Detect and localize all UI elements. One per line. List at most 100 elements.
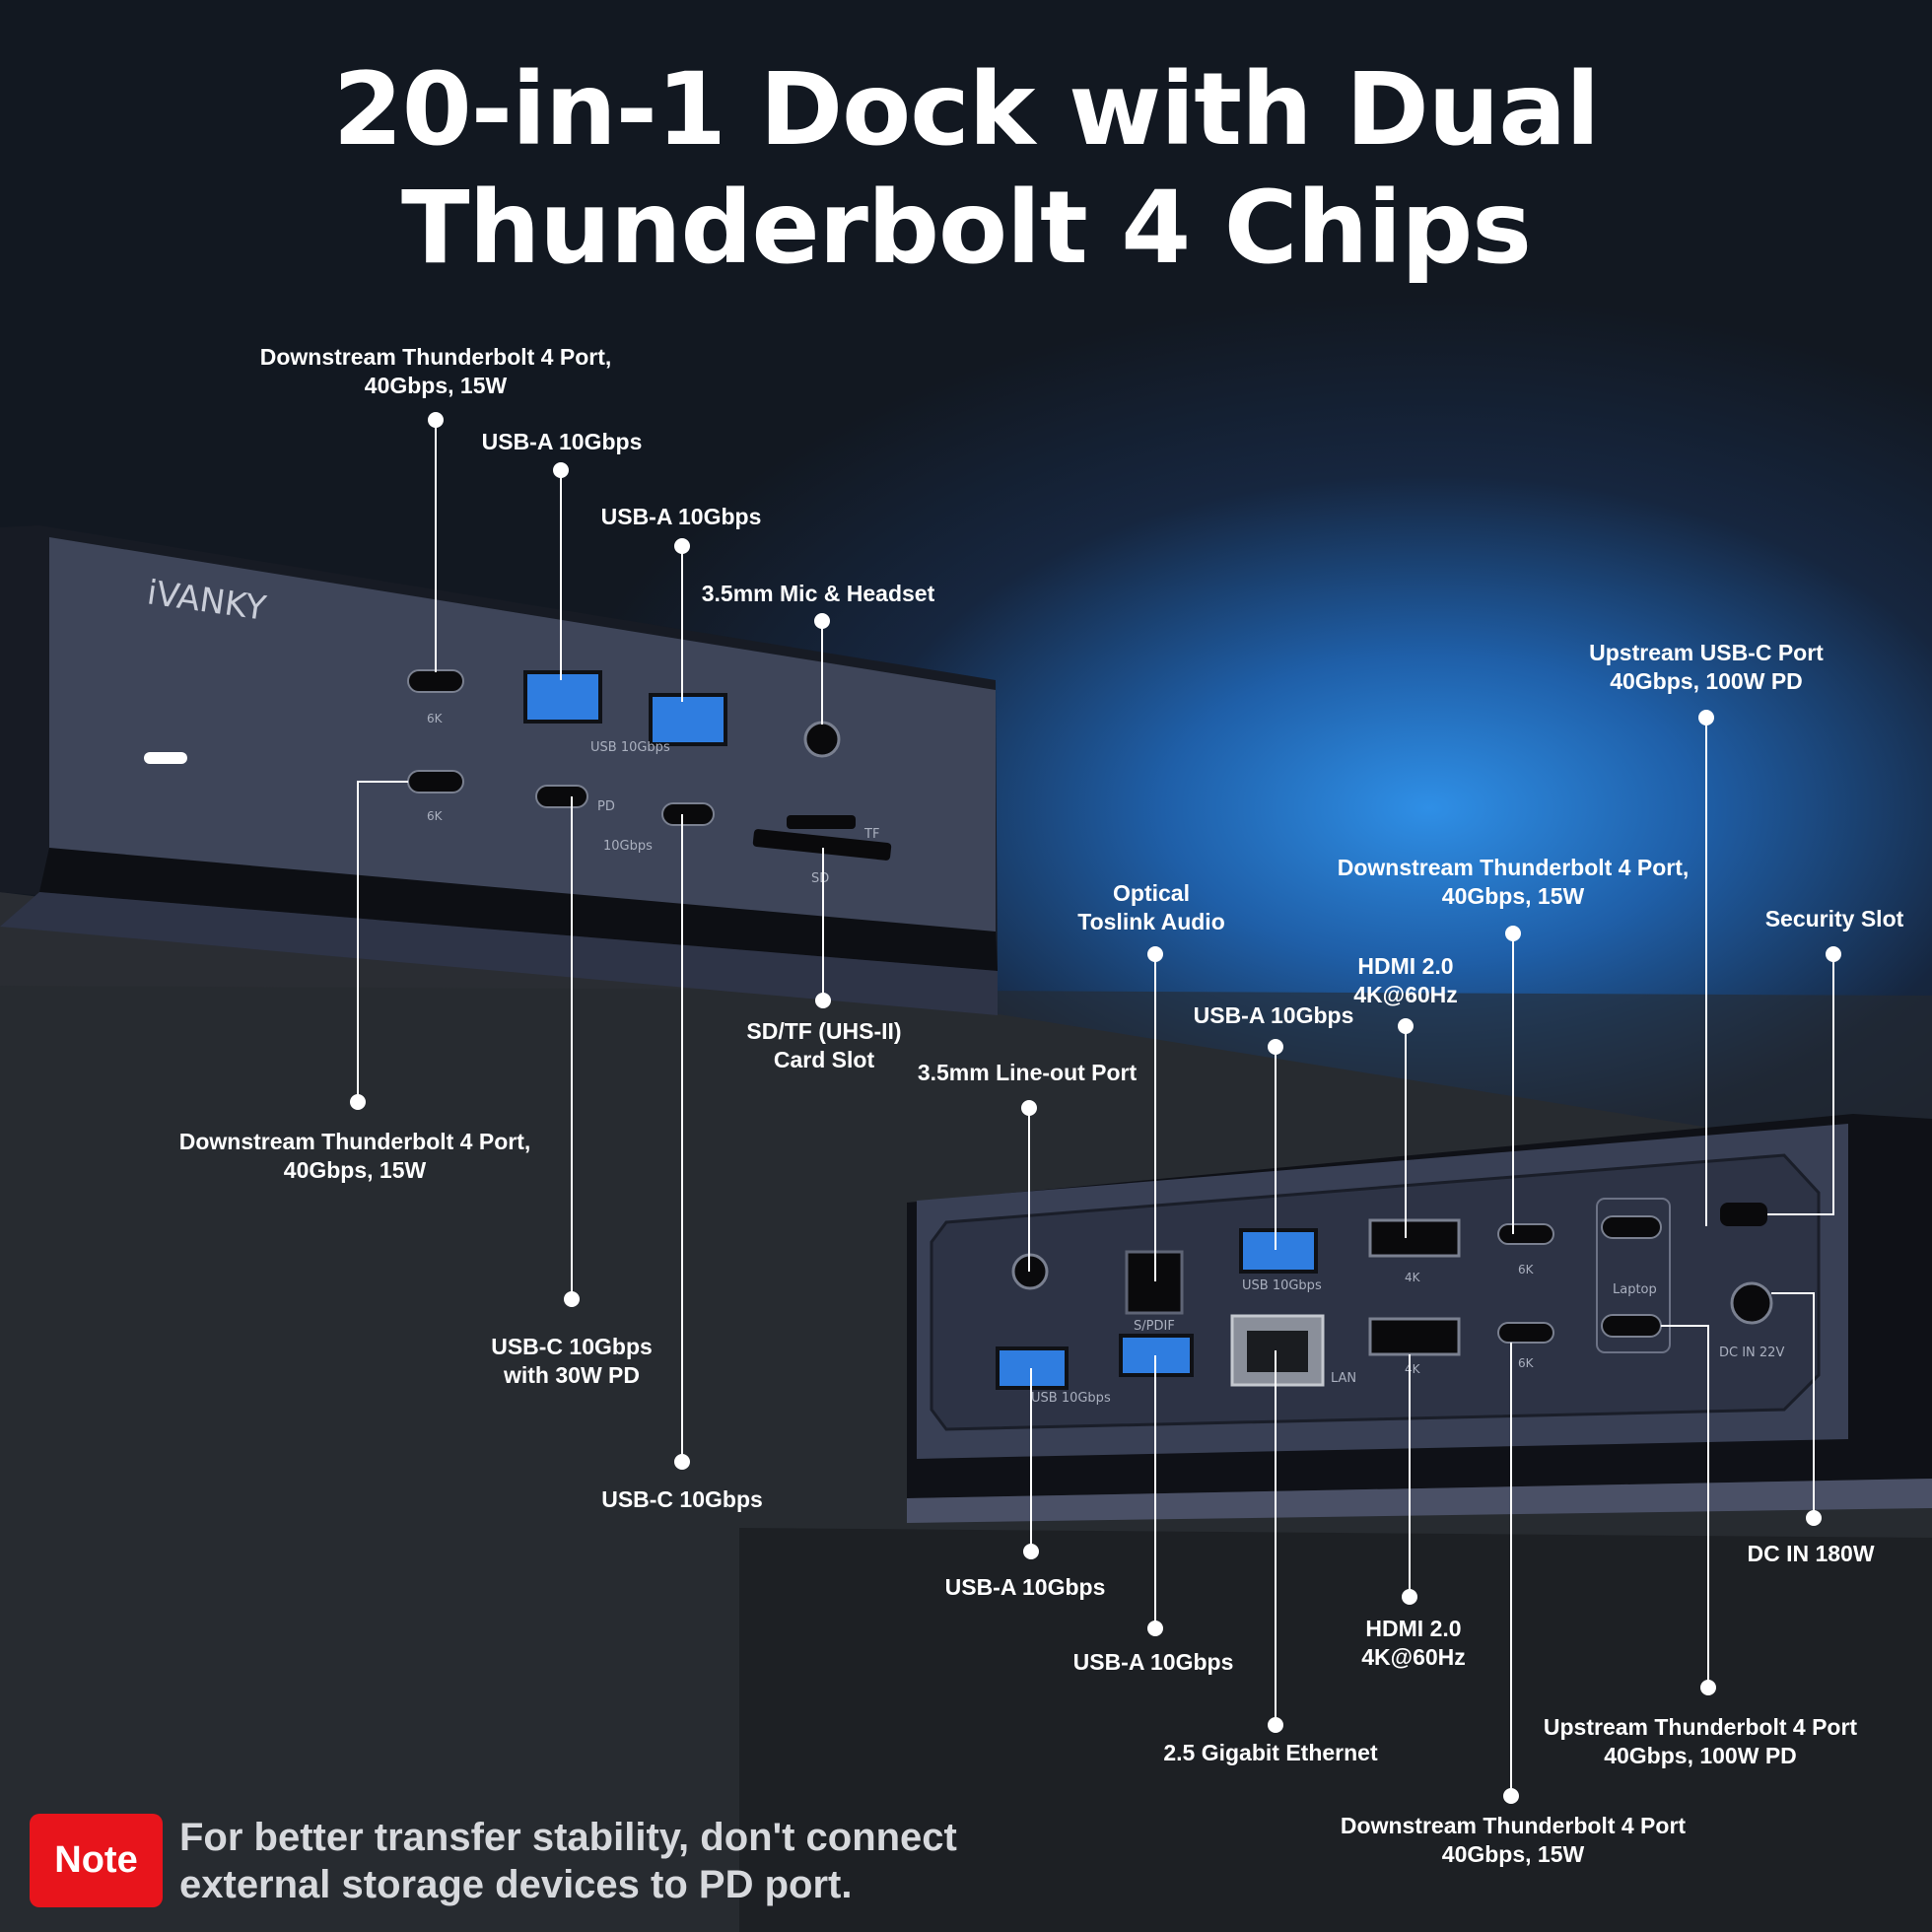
callout-dot	[1268, 1039, 1283, 1055]
label-front-usba-2: USB-A 10Gbps	[600, 504, 762, 529]
front-dock-base	[0, 892, 998, 1015]
label-rear-hdmi-bottom: HDMI 2.0 4K@60Hz	[1315, 1615, 1512, 1672]
callout-dot	[1826, 946, 1841, 962]
label-front-usba-1: USB-A 10Gbps	[481, 429, 643, 454]
callout-dot	[814, 613, 830, 629]
label-rear-lineout: 3.5mm Line-out Port	[917, 1060, 1138, 1085]
label-front-usbc-pd: USB-C 10Gbps with 30W PD	[463, 1333, 680, 1390]
title-line-1: 20-in-1 Dock with Dual	[332, 51, 1600, 169]
label-line: Upstream USB-C Port	[1589, 640, 1824, 665]
front-6k-marking: 6K	[427, 712, 444, 725]
callout-dot	[553, 462, 569, 478]
callout-dot	[1700, 1680, 1716, 1695]
callout-dot	[1023, 1544, 1039, 1559]
front-tf-marking: TF	[863, 827, 879, 842]
label-line: 40Gbps, 15W	[1441, 1841, 1585, 1867]
label-line: SD/TF (UHS-II)	[746, 1018, 902, 1044]
label-rear-tb4-bottom: Downstream Thunderbolt 4 Port 40Gbps, 15…	[1311, 1812, 1715, 1869]
front-sd-marking: SD	[811, 871, 829, 886]
label-front-tb4-bottom: Downstream Thunderbolt 4 Port, 40Gbps, 1…	[148, 1128, 562, 1185]
power-led-icon	[144, 752, 187, 764]
page-title: 20-in-1 Dock with Dual Thunderbolt 4 Chi…	[0, 51, 1932, 288]
front-6k-marking: 6K	[427, 809, 444, 823]
label-line: 40Gbps, 15W	[283, 1157, 427, 1183]
label-line: 40Gbps, 100W PD	[1610, 668, 1803, 694]
callout-dot	[674, 1454, 690, 1470]
label-line: Upstream Thunderbolt 4 Port	[1543, 1714, 1858, 1740]
tb4-port-icon	[1497, 1322, 1554, 1344]
label-rear-hdmi-top: HDMI 2.0 4K@60Hz	[1307, 952, 1504, 1009]
callout-dot	[1505, 926, 1521, 941]
callout-dot	[428, 412, 444, 428]
callout-line	[1767, 954, 1834, 1215]
label-line: Optical	[1113, 880, 1190, 906]
callout-dot	[815, 993, 831, 1008]
rear-usb-marking: USB 10Gbps	[1031, 1391, 1111, 1406]
rear-4k-marking: 4K	[1405, 1271, 1421, 1284]
callout-dot	[1806, 1510, 1822, 1526]
callout-dot	[1398, 1018, 1414, 1034]
hdmi-port-icon	[1368, 1218, 1461, 1258]
front-usb-marking: USB 10Gbps	[590, 740, 670, 755]
rear-spdif-marking: S/PDIF	[1134, 1319, 1175, 1334]
label-line: Downstream Thunderbolt 4 Port,	[178, 1129, 531, 1154]
front-pd-marking: PD	[597, 799, 615, 814]
usb-a-port-icon	[523, 670, 602, 724]
label-rear-optical: Optical Toslink Audio	[1053, 879, 1250, 936]
laptop-port-group	[1596, 1198, 1671, 1353]
security-slot-icon	[1720, 1203, 1767, 1226]
callout-dot	[674, 538, 690, 554]
label-line: Downstream Thunderbolt 4 Port,	[1337, 855, 1690, 880]
label-front-sd-tf: SD/TF (UHS-II) Card Slot	[706, 1017, 942, 1074]
note-line-2: external storage devices to PD port.	[179, 1863, 853, 1906]
callout-dot	[1402, 1589, 1417, 1605]
callout-line	[1771, 1292, 1815, 1518]
label-line: HDMI 2.0	[1365, 1616, 1462, 1641]
label-line: Downstream Thunderbolt 4 Port,	[259, 344, 612, 370]
note-line-1: For better transfer stability, don't con…	[179, 1816, 957, 1859]
upstream-usbc-port-icon	[1601, 1215, 1662, 1239]
callout-dot	[350, 1094, 366, 1110]
callout-dot	[1147, 946, 1163, 962]
label-line: Card Slot	[773, 1047, 875, 1072]
label-rear-security: Security Slot	[1764, 906, 1904, 932]
note-text: For better transfer stability, don't con…	[179, 1814, 1067, 1908]
rear-laptop-marking: Laptop	[1613, 1282, 1657, 1297]
label-line: 40Gbps, 15W	[1441, 883, 1585, 909]
label-line: USB-C 10Gbps	[491, 1334, 653, 1359]
label-rear-usba-bottom-1: USB-A 10Gbps	[944, 1574, 1106, 1600]
label-rear-upstream-tb4: Upstream Thunderbolt 4 Port 40Gbps, 100W…	[1528, 1713, 1873, 1770]
label-line: 40Gbps, 15W	[364, 373, 508, 398]
front-10gbps-marking: 10Gbps	[603, 839, 653, 854]
usb-c-port-icon	[661, 802, 715, 826]
label-rear-ethernet: 2.5 Gigabit Ethernet	[1163, 1740, 1378, 1765]
dc-in-jack-icon	[1730, 1281, 1773, 1325]
usb-c-port-icon	[535, 785, 588, 808]
label-line: with 30W PD	[503, 1362, 640, 1388]
label-rear-usba-bottom-2: USB-A 10Gbps	[1072, 1649, 1234, 1675]
label-rear-dc-in: DC IN 180W	[1747, 1541, 1875, 1566]
sd-slot-icon	[752, 829, 892, 861]
label-front-mic: 3.5mm Mic & Headset	[701, 581, 935, 606]
label-rear-usba-top: USB-A 10Gbps	[1193, 1002, 1354, 1028]
rear-6k-marking: 6K	[1518, 1356, 1535, 1370]
callout-dot	[1147, 1621, 1163, 1636]
callout-dot	[564, 1291, 580, 1307]
ethernet-jack-icon	[1247, 1331, 1308, 1372]
label-line: Downstream Thunderbolt 4 Port	[1340, 1813, 1687, 1838]
callout-dot	[1698, 710, 1714, 725]
tf-slot-icon	[787, 815, 856, 829]
callout-dot	[1021, 1100, 1037, 1116]
rear-dc-marking: DC IN 22V	[1719, 1346, 1784, 1360]
front-dock-vent	[39, 848, 998, 971]
callout-line	[1661, 1325, 1709, 1688]
callout-dot	[1268, 1717, 1283, 1733]
note-badge: Note	[30, 1814, 163, 1907]
rear-lan-marking: LAN	[1331, 1371, 1356, 1386]
callout-line	[357, 781, 408, 1102]
title-line-2: Thunderbolt 4 Chips	[401, 170, 1532, 287]
label-rear-upstream-usbc: Upstream USB-C Port 40Gbps, 100W PD	[1563, 639, 1849, 696]
label-line: HDMI 2.0	[1357, 953, 1454, 979]
rear-6k-marking: 6K	[1518, 1263, 1535, 1276]
